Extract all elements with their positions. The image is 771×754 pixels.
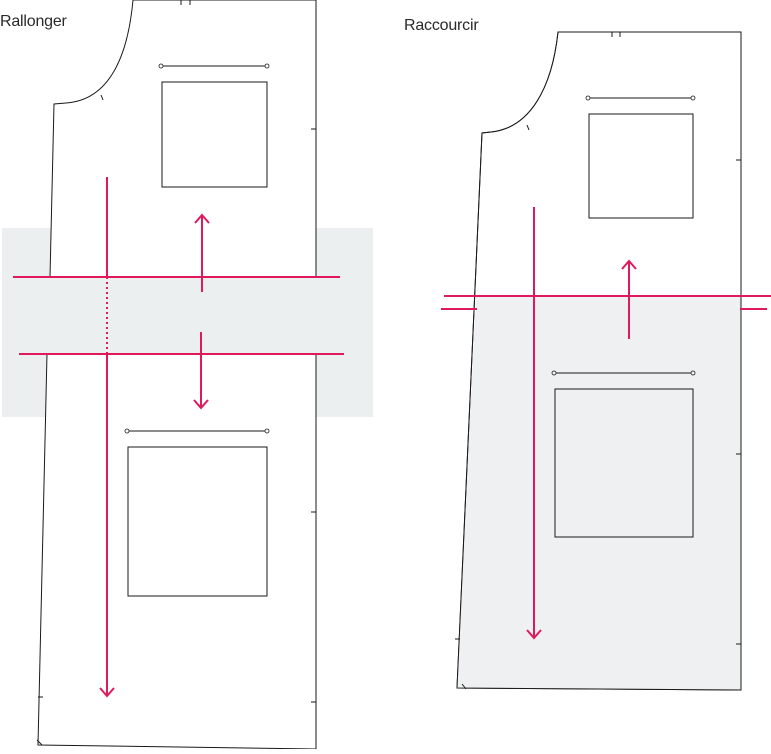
upper-pocket [158, 63, 270, 188]
grainline-arrowhead [99, 687, 115, 698]
upper-pattern-piece [49, 0, 317, 278]
shorten-up-arrowhead [621, 259, 637, 270]
up-arrowhead [194, 213, 210, 224]
lengthen-title: Rallonger [0, 13, 67, 30]
lengthen-guides [13, 177, 344, 698]
shorten-upper-pocket [585, 95, 696, 219]
shorten-panel [441, 31, 771, 691]
lengthen-panel [2, 0, 373, 750]
shorten-lower-pocket [551, 370, 696, 538]
shorten-outline [456, 31, 742, 691]
shorten-title: Raccourcir [404, 17, 479, 34]
notch-marks [36, 0, 316, 746]
lower-pattern-piece [37, 353, 317, 750]
shorten-guides [441, 207, 771, 640]
shorten-notch-marks [455, 32, 741, 690]
lower-pocket [124, 428, 270, 597]
down-arrowhead [193, 399, 209, 410]
shorten-grainline-arrowhead [526, 629, 542, 640]
shorten-shaded-area [457, 296, 741, 690]
